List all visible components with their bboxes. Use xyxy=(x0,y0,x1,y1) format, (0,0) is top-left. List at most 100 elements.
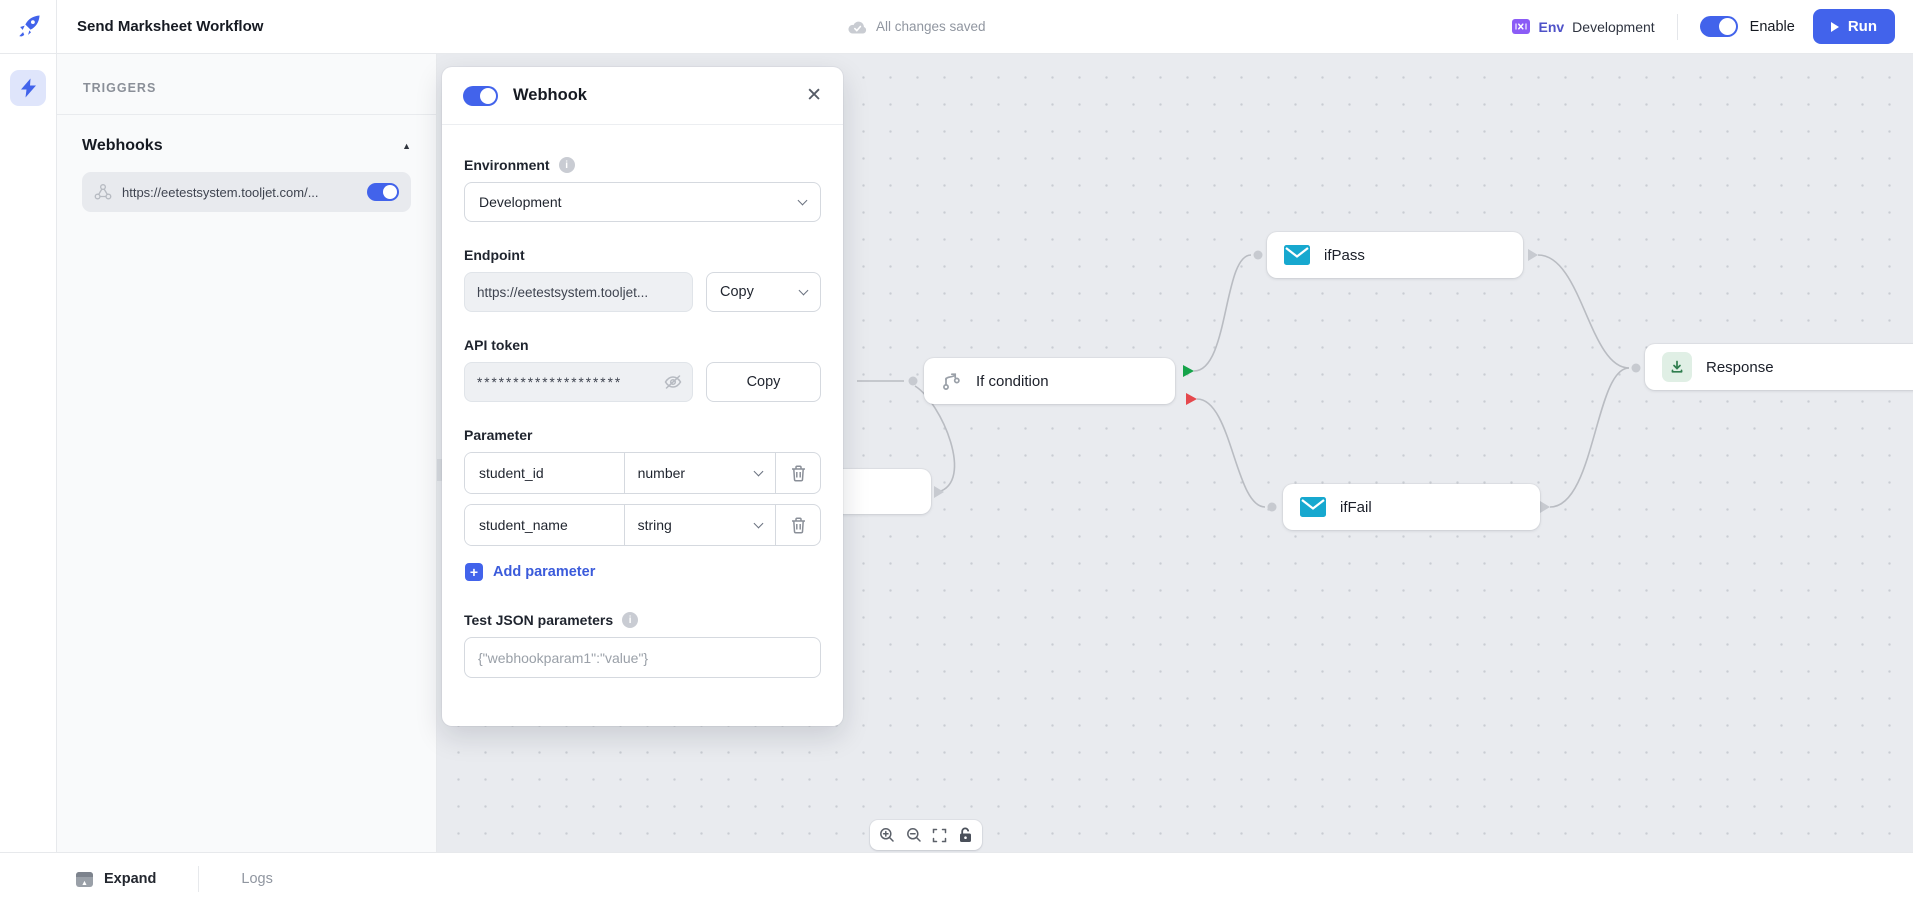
node-iffail[interactable]: ifFail xyxy=(1283,484,1540,530)
parameter-type-value: number xyxy=(637,465,686,481)
zoom-in-icon[interactable] xyxy=(879,827,895,843)
edge-layer xyxy=(857,249,1641,513)
port-iffail-output xyxy=(1540,501,1550,513)
api-token-copy-button[interactable]: Copy xyxy=(706,362,821,402)
run-label: Run xyxy=(1847,18,1877,35)
webhook-config-panel: Webhook ✕ Environment i Development Endp… xyxy=(442,67,843,726)
triggers-rail-button[interactable] xyxy=(10,70,46,106)
fit-view-icon[interactable] xyxy=(932,828,947,843)
app-logo[interactable] xyxy=(0,0,57,54)
run-button[interactable]: Run xyxy=(1812,9,1895,44)
chevron-down-icon xyxy=(798,285,809,295)
panel-title: Webhook xyxy=(513,86,587,104)
webhook-icon xyxy=(94,184,112,200)
eye-off-icon[interactable] xyxy=(664,374,682,390)
parameter-row: string xyxy=(464,504,821,546)
response-icon xyxy=(1662,352,1692,382)
environment-chip[interactable]: Env Development xyxy=(1512,18,1655,35)
sidebar-section-title: TRIGGERS xyxy=(57,54,436,115)
api-token-field-label: API token xyxy=(464,337,529,353)
environment-select[interactable]: Development xyxy=(464,182,821,222)
collapse-caret-icon[interactable]: ▲ xyxy=(402,141,411,151)
node-label: Response xyxy=(1706,358,1774,376)
environment-field-label: Environment xyxy=(464,157,550,173)
info-icon[interactable]: i xyxy=(622,612,639,628)
port-iffail-input xyxy=(1267,502,1277,512)
node-ifpass[interactable]: ifPass xyxy=(1267,232,1523,278)
cloud-check-icon xyxy=(848,21,867,34)
endpoint-field-label: Endpoint xyxy=(464,247,525,263)
endpoint-copy-button[interactable]: Copy xyxy=(706,272,821,312)
add-parameter-label: Add parameter xyxy=(493,564,596,580)
rocket-icon xyxy=(18,15,40,37)
lock-icon[interactable] xyxy=(958,827,973,843)
endpoint-input[interactable] xyxy=(464,272,693,312)
play-icon xyxy=(1830,21,1839,32)
delete-parameter-button[interactable] xyxy=(776,505,820,545)
logs-tab[interactable]: Logs xyxy=(241,871,273,887)
chevron-down-icon xyxy=(753,518,764,528)
expand-label: Expand xyxy=(104,871,157,887)
webhook-list-item[interactable]: https://eetestsystem.tooljet.com/... xyxy=(82,172,411,212)
env-value: Development xyxy=(1572,18,1655,35)
divider xyxy=(1676,13,1678,40)
node-label: ifFail xyxy=(1340,498,1372,516)
test-json-field-label: Test JSON parameters xyxy=(464,612,614,628)
api-token-input[interactable] xyxy=(464,362,693,402)
port-ifpass-output xyxy=(1528,249,1538,261)
parameter-name-input[interactable] xyxy=(465,505,625,545)
env-icon xyxy=(1512,19,1531,34)
trash-icon xyxy=(791,464,805,481)
webhook-item-toggle[interactable] xyxy=(367,183,399,201)
edge-iffail-to-response xyxy=(1549,367,1630,508)
enable-toggle[interactable] xyxy=(1699,16,1738,37)
webhook-enable-toggle[interactable] xyxy=(463,85,498,106)
port-if-input xyxy=(908,376,918,386)
enable-label: Enable xyxy=(1749,18,1795,35)
node-response[interactable]: Response xyxy=(1645,344,1913,390)
parameter-field-label: Parameter xyxy=(464,427,533,443)
edge-if-fail xyxy=(1196,398,1266,508)
sidebar-collapse-handle[interactable] xyxy=(437,459,446,481)
environment-select-value: Development xyxy=(479,194,562,210)
parameter-type-select[interactable]: string xyxy=(625,505,776,545)
copy-label: Copy xyxy=(720,284,754,300)
save-status: All changes saved xyxy=(848,19,986,34)
port-if-false-output xyxy=(1186,393,1197,405)
node-label: ifPass xyxy=(1324,246,1365,264)
edge-if-pass xyxy=(1193,254,1252,372)
trash-icon xyxy=(791,516,805,533)
expand-panel-icon xyxy=(76,871,93,887)
divider xyxy=(198,866,200,892)
chevron-down-icon xyxy=(797,195,808,205)
port-ifpass-input xyxy=(1253,250,1263,260)
panel-header: Webhook ✕ xyxy=(442,67,843,125)
node-label: If condition xyxy=(976,372,1049,390)
parameter-type-value: string xyxy=(637,517,672,533)
email-icon xyxy=(1300,497,1326,517)
parameter-name-input[interactable] xyxy=(465,453,625,493)
info-icon[interactable]: i xyxy=(558,157,575,173)
close-icon[interactable]: ✕ xyxy=(806,85,822,106)
add-parameter-button[interactable]: + Add parameter xyxy=(465,563,821,581)
webhook-url: https://eetestsystem.tooljet.com/... xyxy=(122,184,319,200)
parameter-row: number xyxy=(464,452,821,494)
node-if-condition[interactable]: If condition xyxy=(924,358,1175,404)
left-rail xyxy=(0,54,57,852)
port-response-input xyxy=(1631,363,1641,373)
save-status-text: All changes saved xyxy=(876,19,986,34)
port-start-output xyxy=(934,486,944,498)
lightning-bolt-icon xyxy=(20,78,36,98)
workflow-title: Send Marksheet Workflow xyxy=(77,18,264,35)
parameter-type-select[interactable]: number xyxy=(625,453,776,493)
edge-ifpass-to-response xyxy=(1537,254,1630,369)
env-label: Env xyxy=(1538,18,1565,35)
delete-parameter-button[interactable] xyxy=(776,453,820,493)
expand-button[interactable]: Expand xyxy=(76,871,156,887)
test-json-input[interactable] xyxy=(464,637,821,678)
zoom-out-icon[interactable] xyxy=(906,827,922,843)
if-condition-icon xyxy=(941,371,962,392)
webhooks-group-header[interactable]: Webhooks ▲ xyxy=(82,137,411,155)
canvas-controls xyxy=(870,820,982,850)
